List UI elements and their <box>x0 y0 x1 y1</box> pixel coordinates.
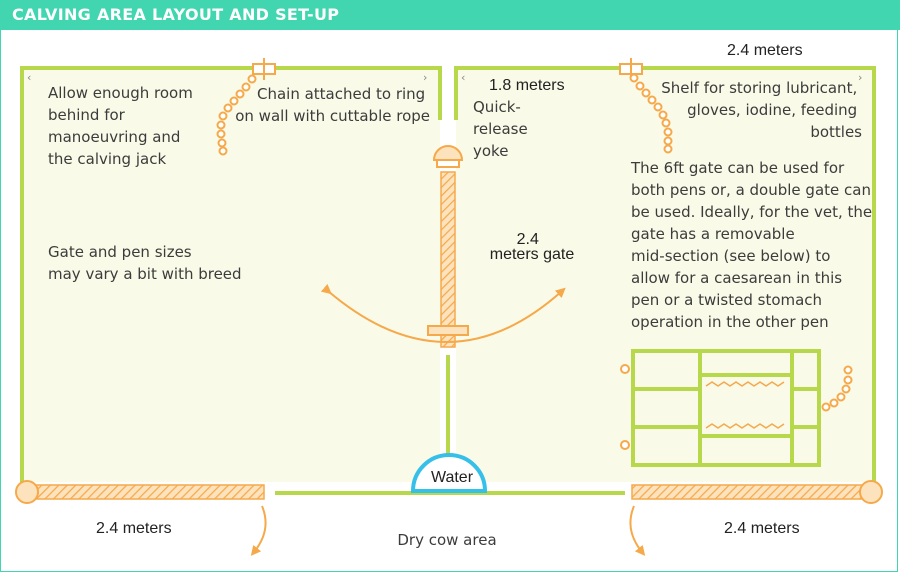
room-behind-note: Allow enough room behind for manoeuvring… <box>48 84 198 168</box>
shelf-note: Shelf for storing lubricant, gloves, iod… <box>661 79 862 141</box>
bottom-right-width-label: 2.4 meters <box>724 520 800 537</box>
pen-sizes-note: Gate and pen sizes may vary a bit with b… <box>48 243 242 283</box>
left-pen-wall <box>20 66 442 482</box>
diagram-title: CALVING AREA LAYOUT AND SET-UP <box>12 5 340 24</box>
middle-width-label: 1.8 meters <box>489 77 565 94</box>
dry-cow-area-label: Dry cow area <box>397 531 496 549</box>
bottom-left-swing-arrow <box>250 505 267 556</box>
svg-text:‹: ‹ <box>27 71 31 84</box>
bottom-right-gate <box>629 480 883 556</box>
bottom-left-gate <box>15 480 267 556</box>
bottom-right-swing-arrow <box>629 505 646 556</box>
svg-text:›: › <box>858 71 862 84</box>
top-right-width-label: 2.4 meters <box>727 42 803 59</box>
gate-note: The 6ft gate can be used for both pens o… <box>630 159 877 331</box>
diagram-frame <box>0 30 898 572</box>
right-pen-wall <box>454 66 876 482</box>
water-trough: Water <box>410 453 488 493</box>
left-pen: ‹ › <box>20 66 442 482</box>
gate-size-label: 2.4 meters gate <box>490 231 575 263</box>
chain-note: Chain attached to ring on wall with cutt… <box>235 85 430 125</box>
svg-text:›: › <box>423 71 427 84</box>
chain-left <box>216 58 276 156</box>
removable-gate-detail <box>620 349 853 467</box>
bottom-left-width-label: 2.4 meters <box>96 520 172 537</box>
left-pen-floor <box>22 68 440 482</box>
chain-right <box>619 58 673 154</box>
svg-text:‹: ‹ <box>461 71 465 84</box>
gate-swing-arrow <box>320 283 566 343</box>
yoke-gate <box>320 145 566 348</box>
yoke-note: Quick- release yoke <box>473 98 532 160</box>
header-bar: CALVING AREA LAYOUT AND SET-UP <box>0 0 900 30</box>
gate-hinge-icon <box>427 325 469 336</box>
water-label: Water <box>431 469 474 486</box>
quick-release-yoke-icon <box>432 145 464 161</box>
gate-bar <box>440 171 456 348</box>
